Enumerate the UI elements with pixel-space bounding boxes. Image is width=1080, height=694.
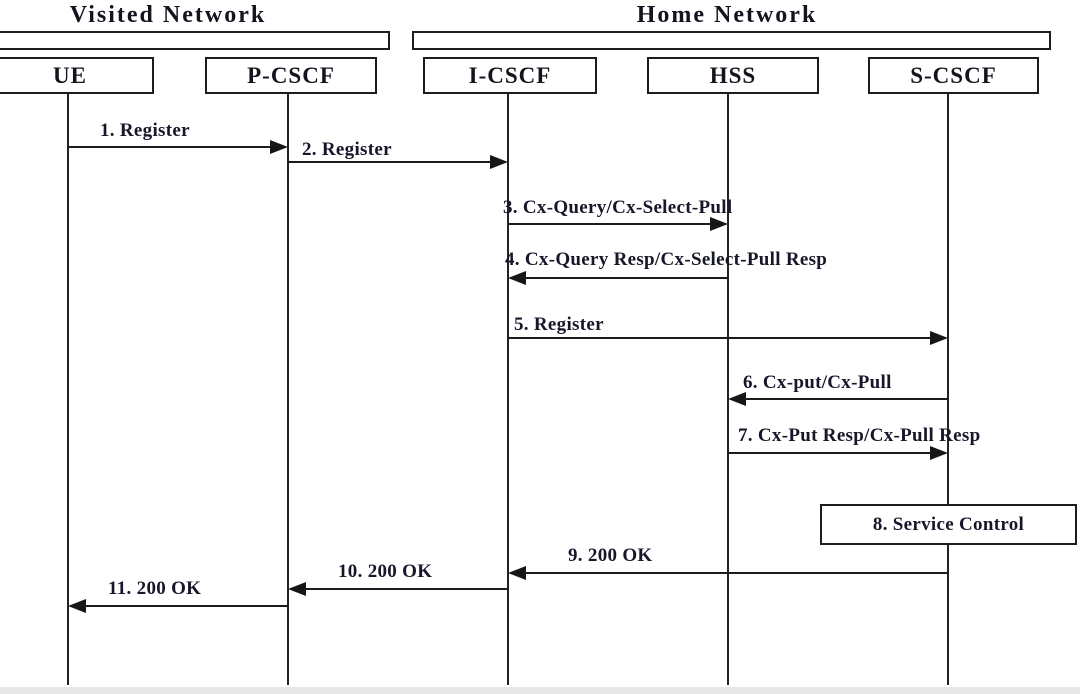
entity-box-ue: UE xyxy=(0,57,154,94)
message-2-label: 2. Register xyxy=(302,139,392,160)
scan-edge-strip xyxy=(0,687,1080,694)
message-11-label: 11. 200 OK xyxy=(108,578,202,599)
lifeline-s-cscf xyxy=(947,94,949,685)
message-3-line xyxy=(508,223,712,225)
message-1-line xyxy=(68,146,272,148)
arrowhead-left-icon xyxy=(728,392,746,406)
message-10-label: 10. 200 OK xyxy=(338,561,433,582)
entity-label-ue: UE xyxy=(53,62,87,88)
arrowhead-left-icon xyxy=(288,582,306,596)
message-4-label: 4. Cx-Query Resp/Cx-Select-Pull Resp xyxy=(505,249,828,270)
entity-box-hss: HSS xyxy=(647,57,819,94)
message-6-label: 6. Cx-put/Cx-Pull xyxy=(743,372,892,393)
message-9-line xyxy=(524,572,948,574)
message-4-line xyxy=(524,277,728,279)
home-network-bar xyxy=(412,31,1051,50)
visited-network-label: Visited Network xyxy=(69,2,267,28)
entity-label-i-cscf: I-CSCF xyxy=(468,62,552,88)
lifeline-i-cscf xyxy=(507,94,509,685)
message-7-line xyxy=(728,452,932,454)
arrowhead-right-icon xyxy=(490,155,508,169)
service-control-box: 8. Service Control xyxy=(820,504,1077,545)
entity-box-s-cscf: S-CSCF xyxy=(868,57,1039,94)
entity-label-hss: HSS xyxy=(709,62,757,88)
arrowhead-left-icon xyxy=(508,566,526,580)
arrowhead-right-icon xyxy=(930,446,948,460)
visited-network-bar xyxy=(0,31,390,50)
arrowhead-left-icon xyxy=(508,271,526,285)
entity-label-p-cscf: P-CSCF xyxy=(247,62,335,88)
lifeline-hss xyxy=(727,94,729,685)
arrowhead-right-icon xyxy=(270,140,288,154)
message-9-label: 9. 200 OK xyxy=(568,545,653,566)
message-5-line xyxy=(508,337,932,339)
message-10-line xyxy=(304,588,508,590)
message-1-label: 1. Register xyxy=(100,120,190,141)
lifeline-ue xyxy=(67,94,69,685)
arrowhead-right-icon xyxy=(710,217,728,231)
message-7-label: 7. Cx-Put Resp/Cx-Pull Resp xyxy=(738,425,981,446)
message-2-line xyxy=(288,161,492,163)
message-6-line xyxy=(744,398,948,400)
arrowhead-left-icon xyxy=(68,599,86,613)
entity-label-s-cscf: S-CSCF xyxy=(910,62,997,88)
message-11-line xyxy=(84,605,288,607)
entity-box-i-cscf: I-CSCF xyxy=(423,57,597,94)
entity-box-p-cscf: P-CSCF xyxy=(205,57,377,94)
message-8-label: 8. Service Control xyxy=(872,513,1025,535)
arrowhead-right-icon xyxy=(930,331,948,345)
message-3-label: 3. Cx-Query/Cx-Select-Pull xyxy=(503,197,733,218)
home-network-label: Home Network xyxy=(636,2,818,28)
lifeline-p-cscf xyxy=(287,94,289,685)
message-5-label: 5. Register xyxy=(514,314,604,335)
